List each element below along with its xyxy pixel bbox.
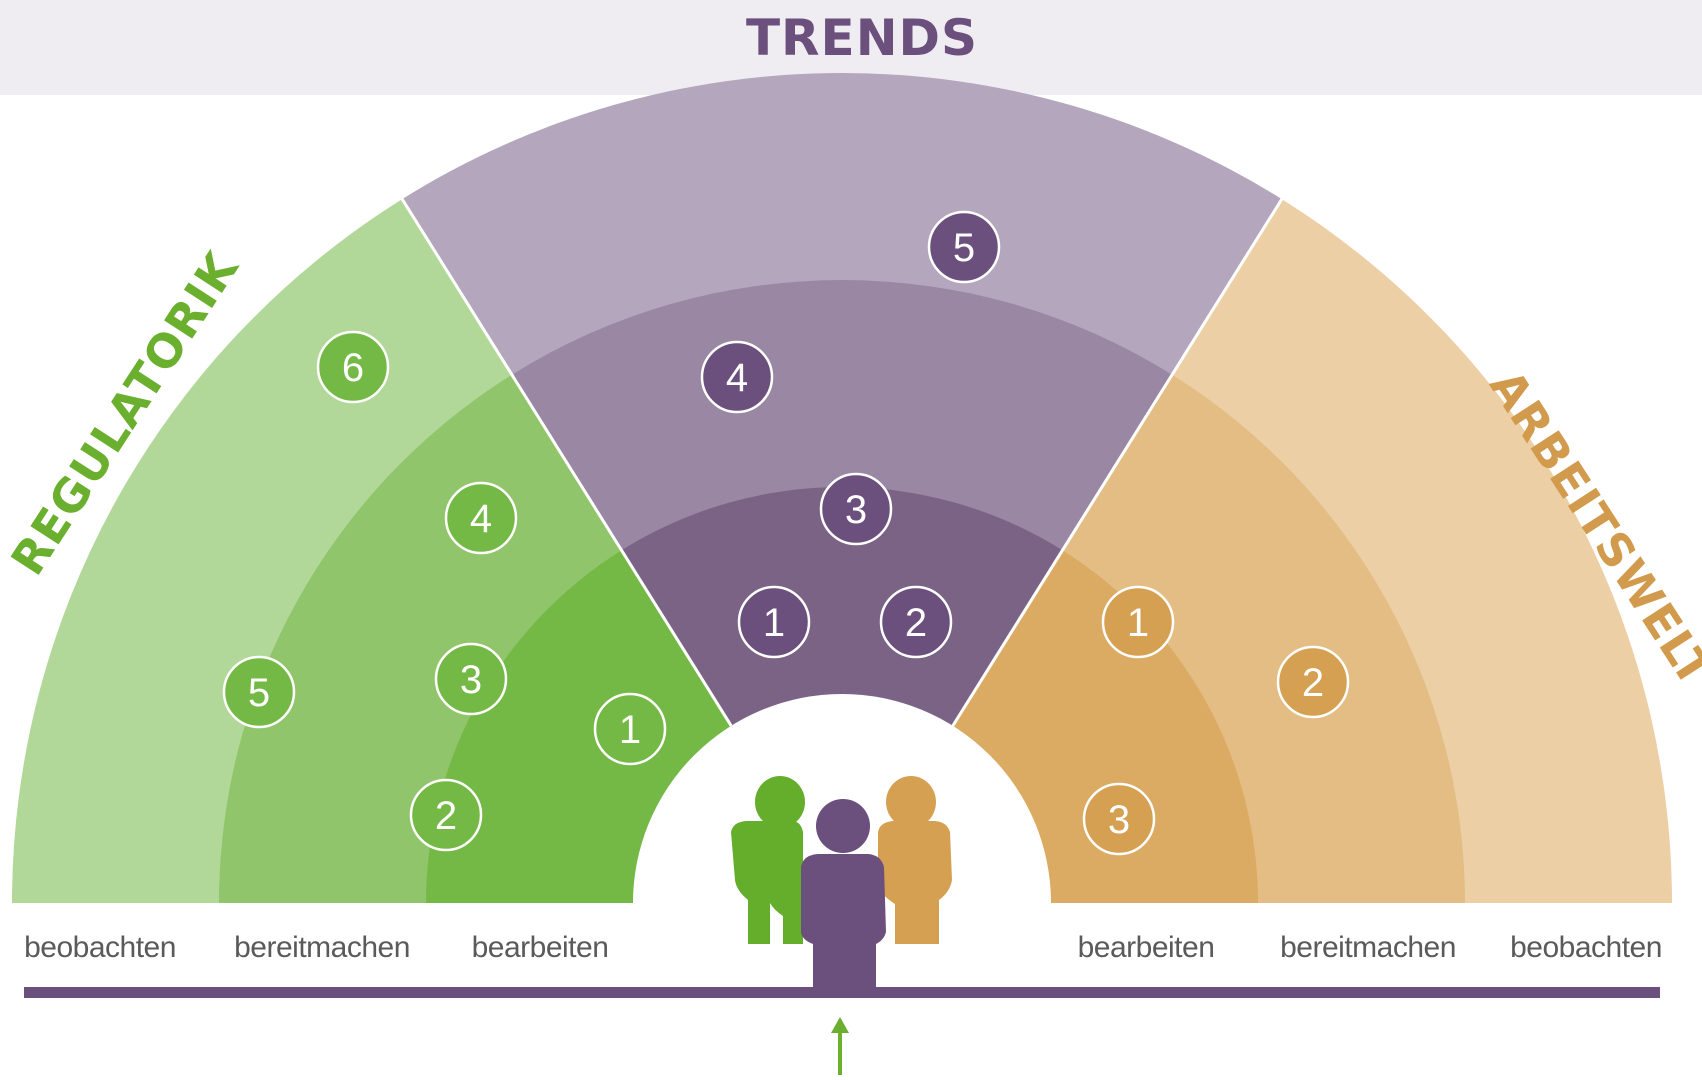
marker-number: 5 <box>953 226 975 270</box>
person-right-icon <box>878 776 952 944</box>
marker-number: 4 <box>470 497 492 541</box>
marker-trends-5: 5 <box>927 210 1001 284</box>
marker-number: 2 <box>435 794 457 838</box>
marker-circle <box>1101 585 1175 659</box>
marker-number: 1 <box>1127 601 1149 645</box>
ring-labels: beobachten bereitmachen bearbeiten bearb… <box>24 931 1662 964</box>
marker-regulatorik-5: 5 <box>222 655 296 729</box>
marker-circle <box>444 481 518 555</box>
marker-arbeitswelt-1: 1 <box>1101 585 1175 659</box>
marker-regulatorik-4: 4 <box>444 481 518 555</box>
marker-number: 3 <box>460 658 482 702</box>
marker-regulatorik-1: 1 <box>593 692 667 766</box>
marker-number: 1 <box>619 708 641 752</box>
ring-label-right-inner: bearbeiten <box>1078 931 1215 964</box>
marker-trends-3: 3 <box>819 472 893 546</box>
ring-label-left-outer: beobachten <box>24 931 176 964</box>
ring-label-left-inner: bearbeiten <box>472 931 609 964</box>
marker-number: 5 <box>248 671 270 715</box>
baseline-bar <box>24 987 1660 998</box>
marker-circle <box>409 778 483 852</box>
marker-circle <box>593 692 667 766</box>
marker-number: 4 <box>726 356 748 400</box>
marker-number: 3 <box>1108 798 1130 842</box>
markers: 6 4 5 3 1 2 5 4 3 1 2 1 2 3 <box>222 210 1350 856</box>
marker-trends-2: 2 <box>879 585 953 659</box>
marker-trends-1: 1 <box>737 585 811 659</box>
person-left-icon <box>731 776 805 944</box>
marker-number: 2 <box>905 601 927 645</box>
marker-circle <box>700 340 774 414</box>
sector-divider-line <box>951 196 1285 727</box>
marker-number: 1 <box>763 601 785 645</box>
marker-circle <box>434 642 508 716</box>
marker-number: 2 <box>1302 661 1324 705</box>
marker-circle <box>222 655 296 729</box>
person-center-icon <box>801 799 886 987</box>
ring-label-right-middle: bereitmachen <box>1280 931 1456 964</box>
marker-circle <box>737 585 811 659</box>
marker-regulatorik-3: 3 <box>434 642 508 716</box>
marker-number: 3 <box>845 488 867 532</box>
ring-label-right-outer: beobachten <box>1510 931 1662 964</box>
marker-regulatorik-6: 6 <box>316 330 390 404</box>
marker-regulatorik-2: 2 <box>409 778 483 852</box>
marker-arbeitswelt-2: 2 <box>1276 645 1350 719</box>
marker-circle <box>316 330 390 404</box>
marker-circle <box>1276 645 1350 719</box>
marker-arbeitswelt-3: 3 <box>1082 782 1156 856</box>
diagram-title: TRENDS <box>746 9 978 67</box>
marker-circle <box>1082 782 1156 856</box>
ring-label-left-middle: bereitmachen <box>234 931 410 964</box>
marker-circle <box>819 472 893 546</box>
marker-trends-4: 4 <box>700 340 774 414</box>
sector-dividers <box>399 196 1285 727</box>
people-group-icon <box>731 776 952 987</box>
marker-circle <box>879 585 953 659</box>
sector-divider-line <box>399 196 733 727</box>
arrow-up-icon <box>831 1017 849 1075</box>
marker-number: 6 <box>342 346 364 390</box>
marker-circle <box>927 210 1001 284</box>
